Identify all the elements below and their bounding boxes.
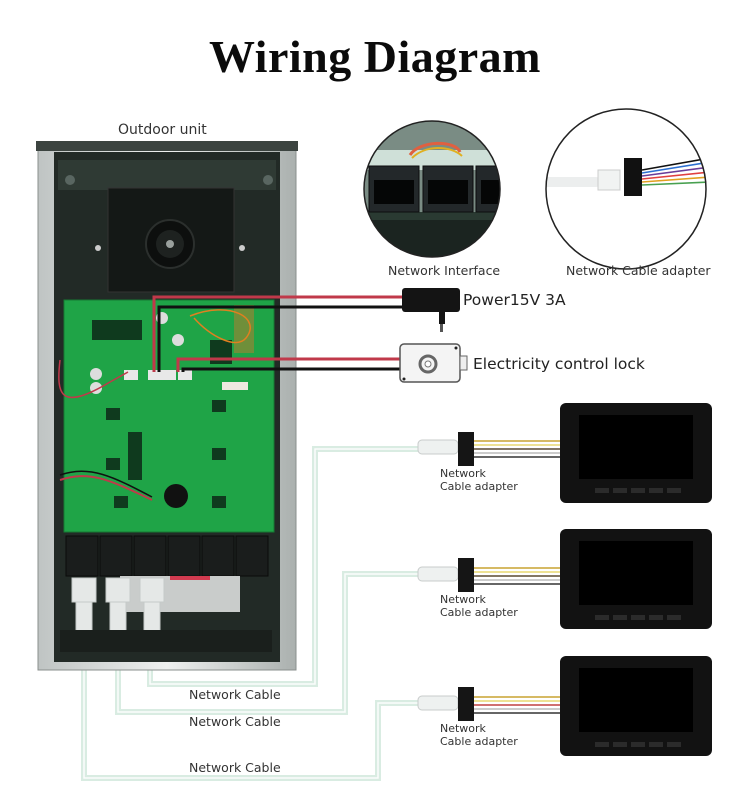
network-interface-photo xyxy=(363,120,501,258)
electric-lock xyxy=(399,343,468,383)
adapter-label-2-line1: Network xyxy=(440,593,486,606)
power-supply-label: Power15V 3A xyxy=(463,291,566,309)
adapter-label-1: Network Cable adapter xyxy=(440,467,518,493)
lock-wires xyxy=(176,357,402,372)
network-cable-label-3: Network Cable xyxy=(189,760,281,775)
network-cable-adapter-label: Network Cable adapter xyxy=(566,263,711,278)
adapter-label-2: Network Cable adapter xyxy=(440,593,518,619)
network-interface-label: Network Interface xyxy=(388,263,501,278)
power-wires xyxy=(152,295,404,372)
adapter-label-1-line1: Network xyxy=(440,467,486,480)
adapter-label-3-line1: Network xyxy=(440,722,486,735)
indoor-monitor-2 xyxy=(417,529,712,629)
electric-lock-label: Electricity control lock xyxy=(473,355,645,373)
adapter-label-3: Network Cable adapter xyxy=(440,722,518,748)
outdoor-unit xyxy=(36,141,298,671)
network-cable-label-2: Network Cable xyxy=(189,714,281,729)
diagram-title: Wiring Diagram xyxy=(209,31,541,82)
power-adapter xyxy=(402,288,460,332)
rj45-port-row xyxy=(65,535,269,577)
network-cable-adapter-photo xyxy=(545,108,707,270)
adapter-label-1-line2: Cable adapter xyxy=(440,480,518,493)
adapter-label-2-line2: Cable adapter xyxy=(440,606,518,619)
adapter-label-3-line2: Cable adapter xyxy=(440,735,518,748)
indoor-monitor-3 xyxy=(417,656,712,756)
indoor-monitor-1 xyxy=(417,403,712,503)
outdoor-unit-label: Outdoor unit xyxy=(118,122,207,138)
network-cable-label-1: Network Cable xyxy=(189,687,281,702)
